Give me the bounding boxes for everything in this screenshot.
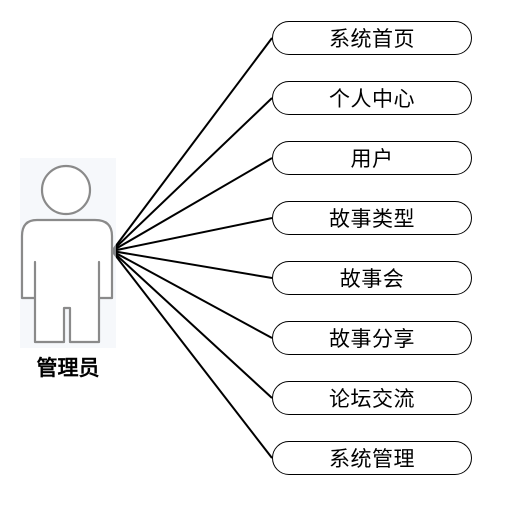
use-case-8: 系统管理: [272, 441, 472, 475]
person-icon: [20, 158, 116, 348]
association-line-3: [111, 157, 273, 252]
use-case-1: 系统首页: [272, 21, 472, 55]
association-line-8: [111, 250, 273, 459]
association-line-6: [111, 250, 273, 339]
connector-lines: [111, 37, 273, 459]
use-case-2: 个人中心: [272, 81, 472, 115]
association-line-7: [111, 250, 273, 399]
association-line-4: [111, 217, 273, 252]
association-line-5: [111, 250, 273, 279]
use-case-3: 用户: [272, 141, 472, 175]
actor-label: 管理员: [36, 356, 100, 380]
association-line-2: [111, 97, 273, 252]
use-case-4: 故事类型: [272, 201, 472, 235]
use-case-6: 故事分享: [272, 321, 472, 355]
use-case-5: 故事会: [272, 261, 472, 295]
use-case-7: 论坛交流: [272, 381, 472, 415]
association-line-1: [111, 37, 273, 252]
